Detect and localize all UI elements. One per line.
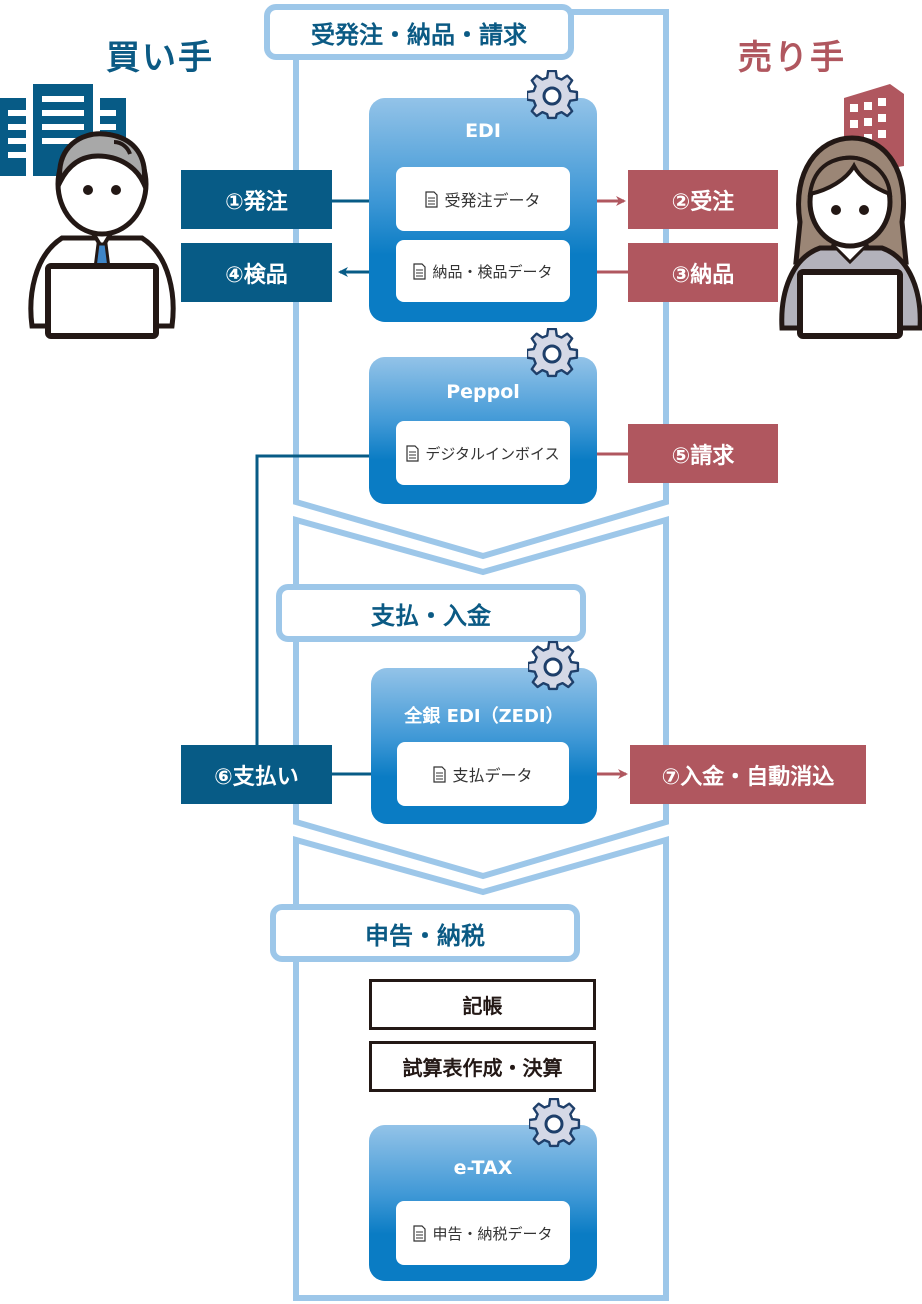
system-name: EDI	[465, 120, 501, 142]
step-delivery[interactable]: ③納品	[628, 243, 778, 302]
data-card-label: 申告・納税データ	[432, 1224, 553, 1243]
step-order[interactable]: ①発注	[181, 170, 332, 229]
invoice-to-payment-line	[255, 454, 386, 745]
document-icon	[413, 262, 427, 280]
system-zedi: 全銀 EDI（ZEDI） 支払データ	[371, 668, 597, 824]
man-at-laptop-icon	[28, 131, 176, 339]
stage1-frame	[293, 9, 669, 560]
gear-icon	[528, 641, 580, 691]
data-card-tax-data[interactable]: 申告・納税データ	[396, 1201, 570, 1265]
stage-label-payment: 支払・入金	[276, 584, 586, 642]
gear-icon	[527, 70, 579, 120]
gear-icon	[529, 1098, 581, 1148]
system-etax: e-TAX 申告・納税データ	[369, 1125, 597, 1281]
step-receive-order[interactable]: ②受注	[628, 170, 778, 229]
task-trial-balance-closing[interactable]: 試算表作成・決算	[369, 1041, 596, 1092]
stage-label-orders: 受発注・納品・請求	[264, 4, 574, 60]
data-card-order-data[interactable]: 受発注データ	[396, 167, 570, 231]
data-card-label: 受発注データ	[444, 191, 541, 210]
system-name: e-TAX	[453, 1157, 513, 1179]
woman-at-laptop-icon	[779, 135, 922, 339]
task-bookkeeping[interactable]: 記帳	[369, 979, 596, 1030]
system-name: Peppol	[446, 381, 520, 403]
data-card-payment-data[interactable]: 支払データ	[397, 742, 569, 806]
step-deposit-reconcile[interactable]: ⑦入金・自動消込	[630, 745, 866, 804]
stage3-frame	[293, 836, 669, 1301]
stage-label-tax: 申告・納税	[270, 904, 580, 962]
gear-icon	[527, 328, 579, 378]
step-invoice[interactable]: ⑤請求	[628, 424, 778, 483]
system-name: 全銀 EDI（ZEDI）	[404, 706, 564, 727]
document-icon	[406, 444, 419, 462]
system-edi: EDI 受発注データ 納品・検品データ	[369, 98, 597, 322]
data-card-label: デジタルインボイス	[425, 444, 560, 463]
step-inspection[interactable]: ④検品	[181, 243, 332, 302]
document-icon	[425, 190, 439, 208]
system-peppol: Peppol デジタルインボイス	[369, 357, 597, 504]
buyer-title: 買い手	[106, 38, 214, 78]
seller-title: 売り手	[738, 38, 846, 78]
data-card-delivery-data[interactable]: 納品・検品データ	[396, 240, 570, 302]
document-icon	[413, 1224, 427, 1242]
data-card-digital-invoice[interactable]: デジタルインボイス	[396, 421, 570, 485]
stage2-frame	[293, 516, 669, 880]
data-card-label: 納品・検品データ	[432, 262, 553, 281]
data-card-label: 支払データ	[452, 766, 533, 785]
step-payment[interactable]: ⑥支払い	[181, 745, 332, 804]
document-icon	[433, 765, 447, 783]
